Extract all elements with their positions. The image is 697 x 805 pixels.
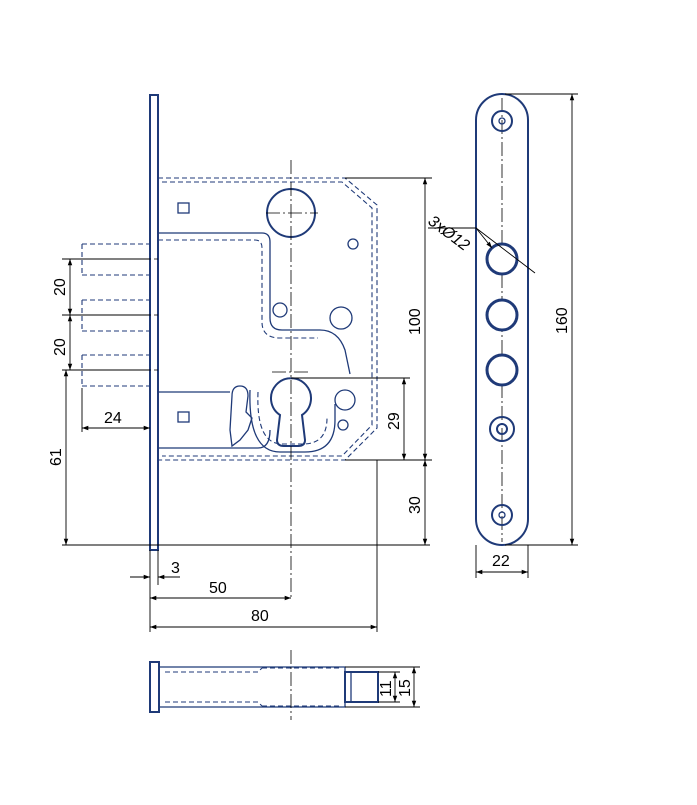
lock-body-inner [162, 181, 373, 457]
faceplate-side [149, 94, 159, 551]
small-hole-1 [347, 238, 359, 250]
cylinder-cutout [249, 389, 336, 453]
front-view [66, 94, 378, 600]
section-faceplate [149, 661, 160, 713]
dim-section-inner: 11 [378, 680, 395, 697]
dim-backset: 50 [209, 580, 227, 597]
dim-bolt-spacing-lower: 20 [52, 338, 69, 356]
latch-housing [158, 232, 351, 375]
section-body [159, 666, 346, 708]
faceplate-front [475, 93, 529, 546]
dim-holes-label: 3xØ12 [425, 213, 473, 255]
lower-bolt-guide [158, 391, 271, 449]
dim-faceplate-length: 160 [554, 307, 571, 334]
dim-section-outer: 15 [397, 679, 414, 697]
small-hole-3 [334, 389, 356, 411]
cylinder-keyhole [270, 377, 312, 447]
latch-spring [229, 385, 253, 448]
small-hole-2 [329, 306, 353, 330]
dim-bolt-spacing-upper: 20 [52, 278, 69, 296]
screw-hole-top [491, 110, 513, 132]
lock-body-outline [158, 177, 378, 461]
latch-housing-inner [158, 239, 318, 339]
section-bolt [344, 671, 379, 703]
dim-bolt-height: 61 [48, 448, 65, 466]
cylinder-cutout-inner [257, 391, 328, 445]
dim-faceplate-width: 22 [492, 553, 510, 570]
latch-hole [489, 416, 515, 442]
dim-faceplate-thickness: 3 [171, 560, 180, 577]
small-hole-4 [337, 419, 349, 431]
dim-body-height: 100 [407, 308, 424, 335]
bolt-hole-2 [485, 298, 519, 332]
bottom-dimensions: 11 15 [345, 666, 420, 708]
bolt-hole-3 [485, 353, 519, 387]
bottom-view [149, 650, 379, 720]
screw-hole-bottom [491, 504, 513, 526]
faceplate-view [475, 93, 529, 546]
latch-stub-lower [177, 411, 190, 423]
dim-case-depth: 80 [251, 608, 269, 625]
small-hole-5 [272, 302, 288, 318]
dim-bolt-throw: 24 [104, 410, 122, 427]
latch-stub-upper [177, 202, 190, 214]
bolt-hole-1 [485, 242, 519, 276]
front-dimensions: 20 20 61 24 100 29 30 3 50 80 [48, 177, 432, 632]
dim-bottom-margin: 30 [407, 496, 424, 514]
dim-cylinder-offset: 29 [386, 412, 403, 430]
